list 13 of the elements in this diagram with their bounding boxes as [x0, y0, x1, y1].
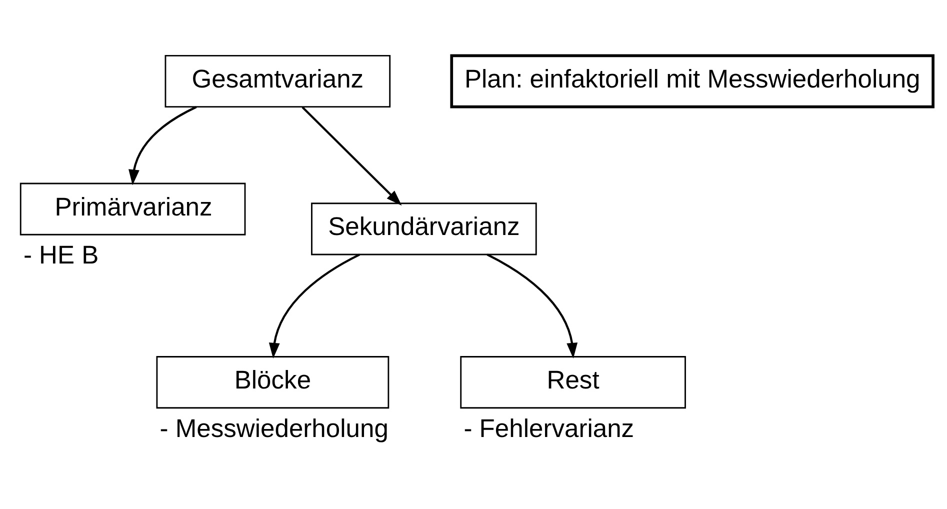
node-box: Primärvarianz: [19, 182, 246, 236]
arrow: [268, 254, 360, 359]
node-box: Rest: [460, 356, 686, 409]
arrow: [128, 106, 196, 186]
node-label: - HE B: [22, 242, 98, 270]
node-box: Blöcke: [156, 356, 389, 409]
node-label: - Messwiederholung: [159, 414, 388, 443]
node-box: Gesamtvarianz: [164, 54, 390, 108]
node-label: - Fehlervarianz: [463, 414, 634, 443]
arrow: [301, 106, 402, 206]
arrow: [486, 254, 578, 359]
node-box: Plan: einfaktoriell mit Messwiederholung: [450, 54, 934, 108]
node-box: Sekundärvarianz: [310, 202, 536, 256]
